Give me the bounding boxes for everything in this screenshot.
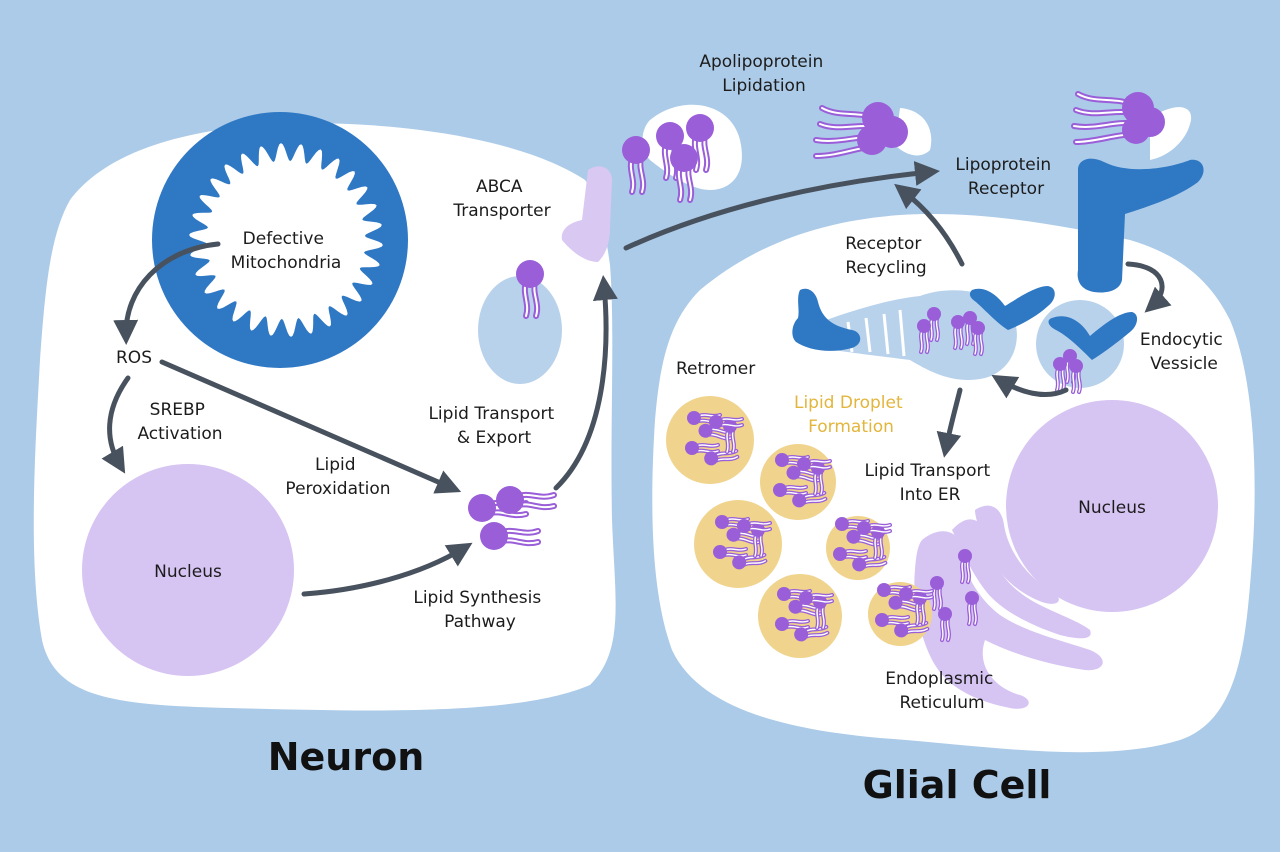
lipoprotein-receptor xyxy=(1077,158,1204,293)
receptor-bound-lipoprotein xyxy=(1071,91,1165,145)
label-glial-nucleus: Nucleus xyxy=(1078,498,1146,518)
arrow-mito-to-ros xyxy=(113,241,221,345)
arrow-lipids-to-export xyxy=(553,275,618,491)
label-neuron-nucleus: Nucleus xyxy=(154,562,222,582)
lipoprotein-particle xyxy=(813,102,908,159)
label-lipid-transport-export: Lipid Transport & Export xyxy=(428,404,559,448)
label-lipid-droplet-formation: Lipid Droplet Formation xyxy=(794,393,908,437)
mitochondria-inner-membrane xyxy=(189,143,383,337)
neuron-nucleus xyxy=(82,464,294,676)
label-lipid-transport-into-er: Lipid Transport Into ER xyxy=(864,461,995,505)
endocytic-vesicle xyxy=(1036,300,1138,394)
label-abca-transporter: ABCA Transporter xyxy=(452,177,550,221)
label-endocytic-vessicle: Endocytic Vessicle xyxy=(1140,330,1228,374)
label-ros: ROS xyxy=(116,348,152,368)
recycling-receptor xyxy=(792,288,861,351)
label-retromer: Retromer xyxy=(676,359,755,379)
arrow-nucleus-to-lipids xyxy=(301,542,473,597)
retromer-receptor xyxy=(969,286,1055,330)
label-endoplasmic-reticulum: Endoplasmic Reticulum xyxy=(885,669,999,713)
arrow-ros-to-nucleus xyxy=(101,375,131,474)
title-glial-cell: Glial Cell xyxy=(863,763,1052,807)
mitochondria xyxy=(152,112,408,368)
lipid-droplet xyxy=(758,574,842,658)
label-lipid-peroxidation: Lipid Peroxidation xyxy=(285,455,390,499)
label-apolipoprotein-lipidation: Apolipoprotein Lipidation xyxy=(699,52,828,96)
arrow-export-to-receptor xyxy=(623,161,940,251)
arrow-vesicle-to-retromer xyxy=(991,374,1069,399)
arrow-receptor-to-vesicle xyxy=(1125,261,1172,313)
lipid-droplet xyxy=(694,500,782,588)
arrow-retromer-to-er xyxy=(936,387,963,458)
arrow-ros-to-lipids xyxy=(159,359,462,494)
label-lipoprotein-receptor: Lipoprotein Receptor xyxy=(955,155,1056,199)
lipid-droplet xyxy=(868,582,932,646)
arrow-recycling-to-receptor xyxy=(894,183,965,267)
label-lipid-synthesis-pathway: Lipid Synthesis Pathway xyxy=(413,588,546,632)
label-receptor-recycling: Receptor Recycling xyxy=(845,234,927,278)
title-neuron: Neuron xyxy=(268,735,425,779)
abca-transporter xyxy=(561,166,612,262)
lipid-droplet xyxy=(760,444,836,520)
label-srebp-activation: SREBP Activation xyxy=(137,400,222,444)
transport-vesicle xyxy=(478,276,562,384)
retromer-tubule xyxy=(800,290,1017,380)
label-defective-mitochondria: Defective Mitochondria xyxy=(231,229,342,273)
lipid-droplet xyxy=(826,516,890,580)
lipoprotein-membrane xyxy=(895,108,932,156)
lipid-droplets xyxy=(666,396,932,658)
lipid-droplet xyxy=(666,396,754,484)
glial-nucleus xyxy=(1006,400,1218,612)
